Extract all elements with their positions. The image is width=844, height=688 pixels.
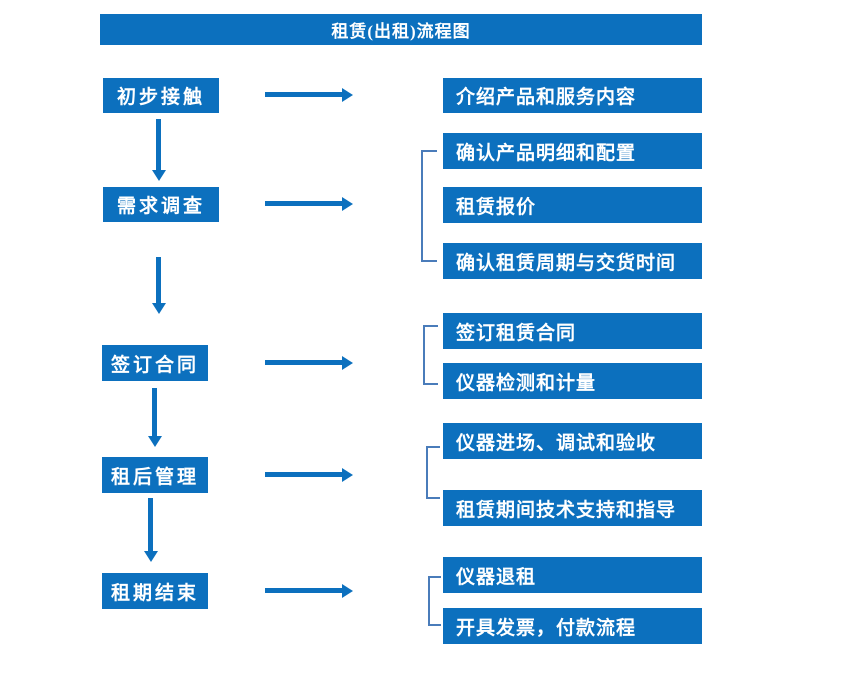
step-rental-quote: 租赁报价 [443,187,702,223]
step-technical-support: 租赁期间技术支持和指导 [443,490,702,526]
stage-post-rental-management: 租后管理 [102,457,208,493]
group-bracket [426,446,440,499]
group-bracket [428,576,441,626]
step-instrument-testing: 仪器检测和计量 [443,363,702,399]
down-arrow-icon [144,498,158,562]
right-arrow-icon [265,88,353,102]
right-arrow-icon [265,584,353,598]
step-instrument-setup-acceptance: 仪器进场、调试和验收 [443,423,702,459]
flowchart-title: 租赁(出租)流程图 [100,14,702,45]
step-instrument-return: 仪器退租 [443,557,702,593]
right-arrow-icon [265,468,353,482]
right-arrow-icon [265,197,353,211]
down-arrow-icon [148,388,162,447]
group-bracket [421,150,437,262]
step-confirm-product-details: 确认产品明细和配置 [443,133,702,169]
stage-demand-survey: 需求调查 [103,187,219,222]
stage-initial-contact: 初步接触 [103,78,219,113]
stage-lease-end: 租期结束 [102,573,208,609]
step-sign-rental-contract: 签订租赁合同 [443,313,702,349]
step-invoice-payment: 开具发票，付款流程 [443,608,702,644]
down-arrow-icon [152,119,166,181]
stage-sign-contract: 签订合同 [102,345,208,381]
group-bracket [423,325,438,385]
down-arrow-icon [152,257,166,314]
step-introduce-products-services: 介绍产品和服务内容 [443,78,702,113]
step-confirm-rental-period: 确认租赁周期与交货时间 [443,243,702,279]
right-arrow-icon [265,356,353,370]
